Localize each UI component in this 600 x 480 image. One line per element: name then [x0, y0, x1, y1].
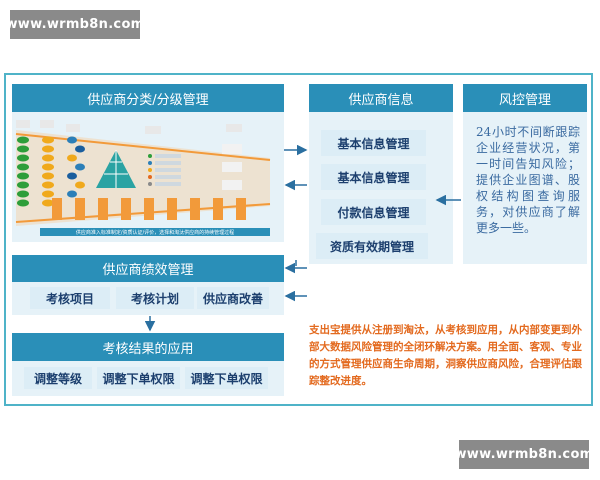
watermark-top: www.wrmb8n.com [5, 10, 144, 39]
results-item-level: 调整等级 [24, 367, 92, 389]
supplier-dot [17, 172, 29, 180]
stage-box [52, 198, 62, 220]
supplier-dot [42, 199, 54, 207]
stage-box [213, 198, 223, 220]
stage-box [75, 198, 85, 220]
grade-legend-bar [155, 154, 181, 158]
info-item-qualification: 资质有效期管理 [316, 233, 428, 259]
classification-caption: 供应商准入标准制定/资质认证/评价，选择和淘汰供应商的持续管理过程 [76, 229, 234, 236]
grade-legend-dot [148, 175, 152, 179]
risk-panel [463, 112, 587, 264]
supplier-dot [42, 154, 54, 162]
performance-item-plan: 考核计划 [116, 287, 194, 309]
supplier-dot [17, 163, 29, 171]
performance-item-project: 考核项目 [30, 287, 110, 309]
supplier-dot [17, 190, 29, 198]
grade-legend-bar [155, 182, 181, 186]
watermark-bottom: www.wrmb8n.com [454, 440, 593, 469]
grade-legend-bar [155, 168, 181, 172]
supplier-dot [75, 145, 85, 153]
grade-legend-dot [148, 168, 152, 172]
classification-illustration: 供应商准入标准制定/资质认证/评价，选择和淘汰供应商的持续管理过程 [15, 120, 271, 236]
stage-label-2 [40, 120, 54, 128]
stage-box [236, 198, 246, 220]
summary-text: 支出宝提供从注册到淘汰，从考核到应用，从内部变更到外部大数据风险管理的全闭环解决… [309, 324, 582, 387]
diagram-frame [4, 73, 593, 406]
results-item-order-1: 调整下单权限 [97, 367, 180, 389]
info-item-basic-2: 基本信息管理 [321, 164, 426, 190]
info-item-basic-1: 基本信息管理 [321, 130, 426, 156]
stage-label-4 [145, 126, 161, 134]
performance-title: 供应商绩效管理 [12, 255, 284, 282]
supplier-dot [42, 145, 54, 153]
stage-box [98, 198, 108, 220]
stage-label-5 [226, 124, 242, 132]
stage-box [167, 198, 177, 220]
supplier-dot [17, 154, 29, 162]
risk-description: 24小时不间断跟踪企业经营状况，第一时间告知风险；提供企业图谱、股权结构图查询服… [476, 125, 580, 235]
results-item-order-2: 调整下单权限 [185, 367, 268, 389]
caption-bar [40, 228, 270, 236]
info-item-payment: 付款信息管理 [321, 199, 426, 225]
info-title: 供应商信息 [309, 84, 453, 112]
stage-label-1 [16, 120, 30, 128]
supplier-dot [17, 181, 29, 189]
supplier-dot [67, 136, 77, 144]
exit-label-1 [222, 144, 242, 154]
stage-label-3 [66, 124, 80, 132]
supplier-dot [42, 172, 54, 180]
supplier-dot [67, 154, 77, 162]
supplier-dot [17, 145, 29, 153]
grade-legend-dot [148, 154, 152, 158]
classification-title: 供应商分类/分级管理 [12, 84, 284, 112]
exit-label-2 [222, 162, 242, 172]
stage-box [144, 198, 154, 220]
supplier-dot [42, 163, 54, 171]
supplier-dot [42, 181, 54, 189]
exit-label-3 [222, 180, 242, 190]
supplier-dot [42, 190, 54, 198]
risk-title: 风控管理 [463, 84, 587, 112]
grade-legend-dot [148, 182, 152, 186]
stage-box [121, 198, 131, 220]
grade-legend-dot [148, 161, 152, 165]
supplier-dot [17, 199, 29, 207]
grade-legend-bar [155, 175, 181, 179]
supplier-dot [42, 136, 54, 144]
performance-item-improve: 供应商改善 [197, 287, 269, 309]
supplier-dot [67, 190, 77, 198]
supplier-dot [17, 136, 29, 144]
results-title: 考核结果的应用 [12, 333, 284, 361]
supplier-dot [75, 163, 85, 171]
supplier-dot [75, 181, 85, 189]
grade-legend-bar [155, 161, 181, 165]
supplier-dot [67, 172, 77, 180]
stage-box [190, 198, 200, 220]
